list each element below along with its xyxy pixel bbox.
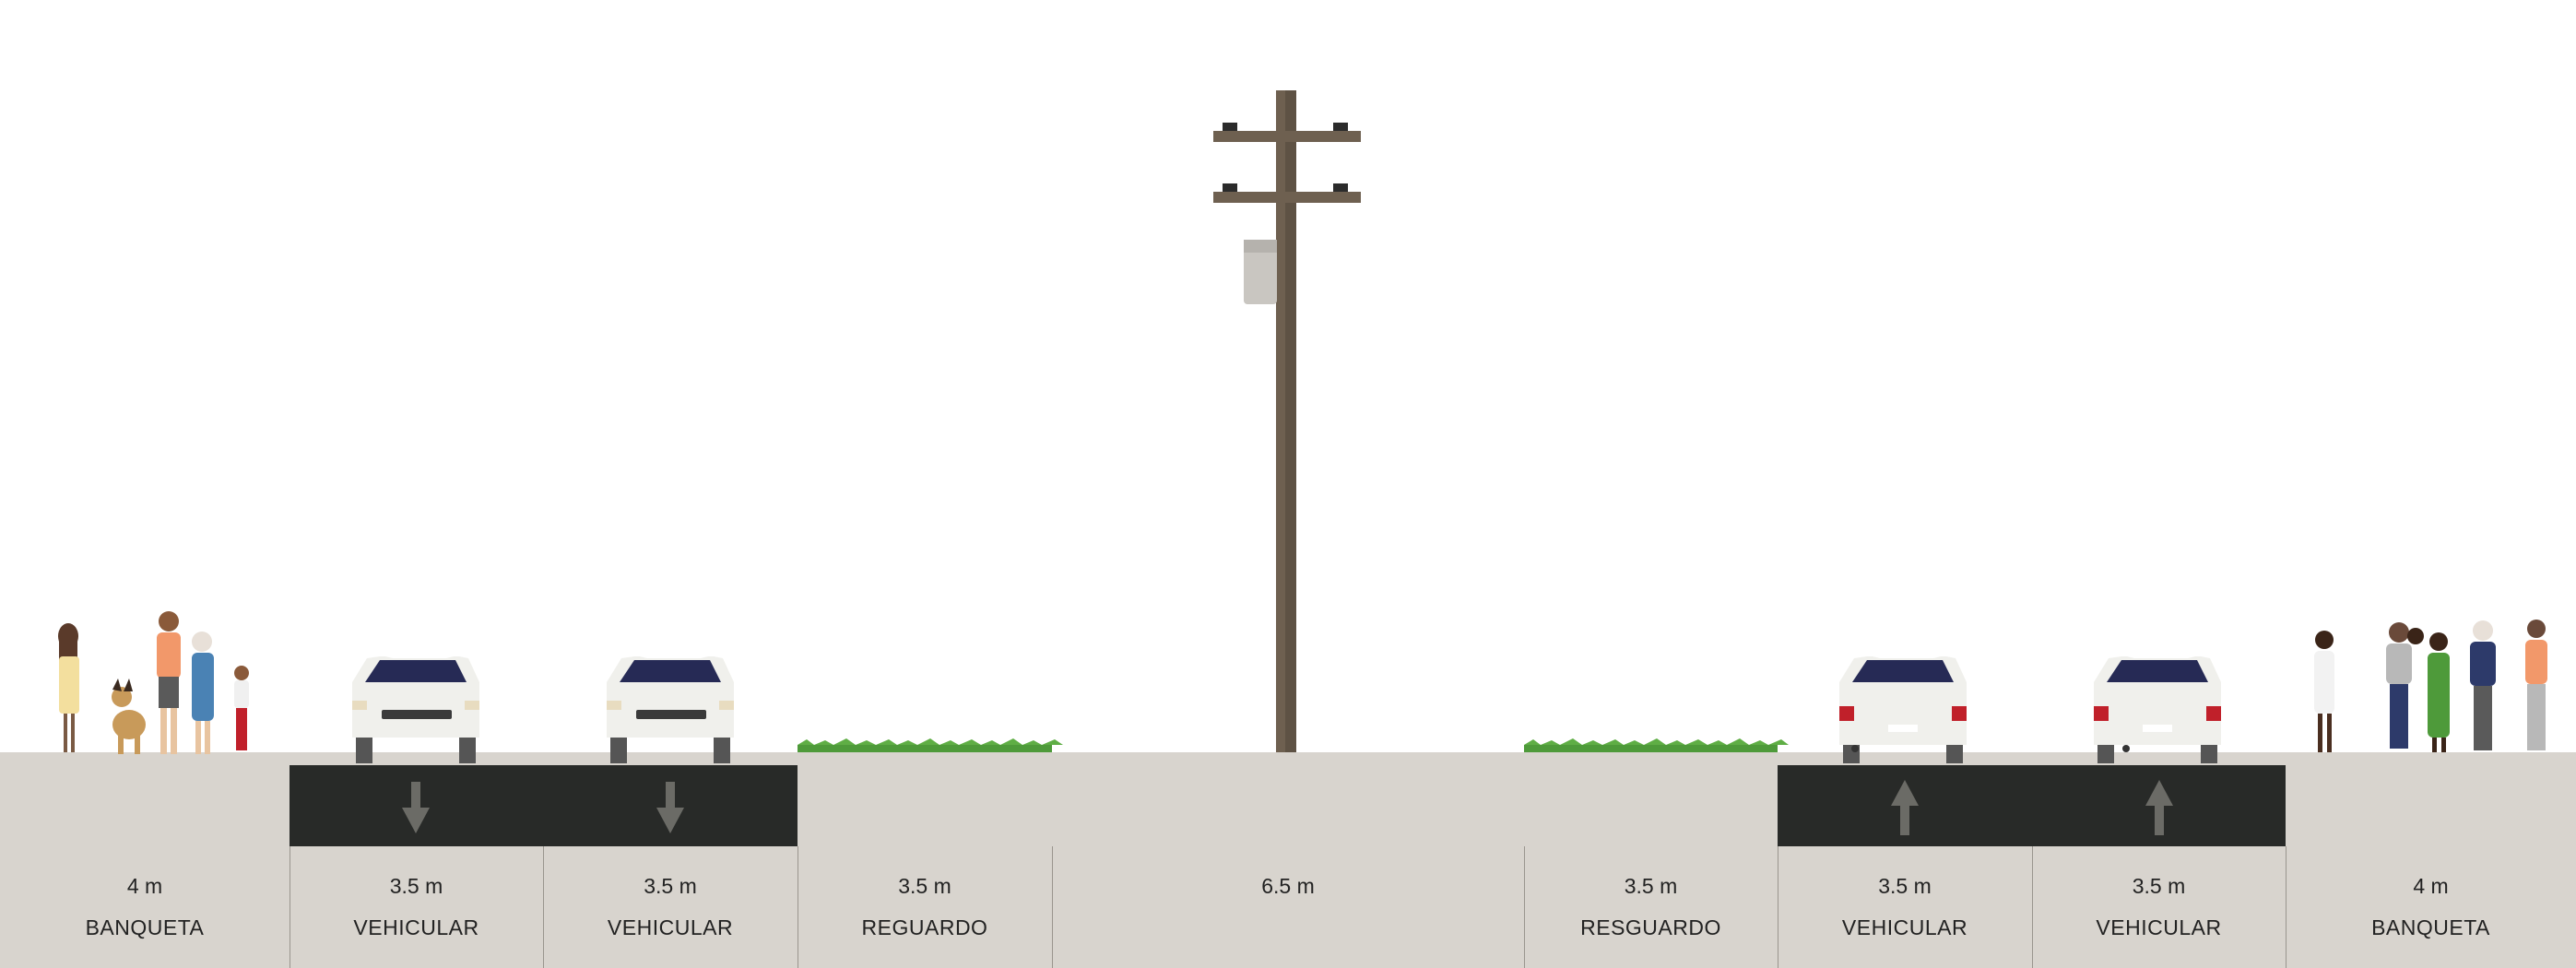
segment-width: 4 m bbox=[126, 874, 163, 898]
segment-divider bbox=[1052, 846, 1053, 968]
segment-reguardo: 3.5 m REGUARDO bbox=[798, 846, 1052, 968]
segment-name: REGUARDO bbox=[861, 915, 988, 939]
arrow-down-icon bbox=[402, 782, 430, 833]
segment-name: RESGUARDO bbox=[1580, 915, 1721, 939]
segment-name: VEHICULAR bbox=[1841, 915, 1968, 939]
arrow-up-icon bbox=[1891, 780, 1919, 835]
segment-width: 6.5 m bbox=[1261, 874, 1315, 898]
arrow-up-icon bbox=[2145, 780, 2173, 835]
segment-labels: 4 m BANQUETA 3.5 m VEHICULAR 3.5 m VEHIC… bbox=[0, 846, 2576, 968]
asphalt-right bbox=[1778, 765, 2286, 846]
pedestrians-group-icon bbox=[2314, 620, 2547, 752]
car-rear-icon bbox=[1839, 656, 1967, 763]
segment-width: 3.5 m bbox=[389, 874, 443, 898]
segment-name: VEHICULAR bbox=[353, 915, 479, 939]
arrow-down-icon bbox=[656, 782, 684, 833]
car-front-icon bbox=[607, 656, 734, 763]
segment-divider bbox=[2032, 846, 2033, 968]
segment-center: 6.5 m bbox=[1052, 846, 1524, 968]
utility-pole-icon bbox=[1213, 90, 1361, 752]
grass-icon bbox=[798, 738, 1063, 752]
segment-width: 3.5 m bbox=[898, 874, 951, 898]
car-front-icon bbox=[352, 656, 479, 763]
segment-banqueta-left: 4 m BANQUETA bbox=[0, 846, 290, 968]
segment-width: 3.5 m bbox=[1878, 874, 1932, 898]
segment-divider bbox=[1524, 846, 1525, 968]
segment-vehicular-1: 3.5 m VEHICULAR bbox=[290, 846, 543, 968]
segment-name: BANQUETA bbox=[2371, 915, 2490, 939]
segment-divider bbox=[543, 846, 544, 968]
segment-vehicular-4: 3.5 m VEHICULAR bbox=[2032, 846, 2286, 968]
segment-name: BANQUETA bbox=[85, 915, 205, 939]
segment-resguardo: 3.5 m RESGUARDO bbox=[1524, 846, 1778, 968]
segment-banqueta-right: 4 m BANQUETA bbox=[2286, 846, 2576, 968]
segment-name: VEHICULAR bbox=[607, 915, 734, 939]
segment-width: 3.5 m bbox=[1624, 874, 1678, 898]
pedestrians-with-dog-icon bbox=[58, 611, 249, 754]
segment-name: VEHICULAR bbox=[2096, 915, 2222, 939]
grass-icon bbox=[1524, 738, 1789, 752]
segment-vehicular-2: 3.5 m VEHICULAR bbox=[543, 846, 798, 968]
car-rear-icon bbox=[2094, 656, 2221, 763]
asphalt-left bbox=[290, 765, 798, 846]
segment-width: 4 m bbox=[2413, 874, 2449, 898]
segment-width: 3.5 m bbox=[644, 874, 697, 898]
segment-vehicular-3: 3.5 m VEHICULAR bbox=[1778, 846, 2032, 968]
segment-width: 3.5 m bbox=[2132, 874, 2186, 898]
